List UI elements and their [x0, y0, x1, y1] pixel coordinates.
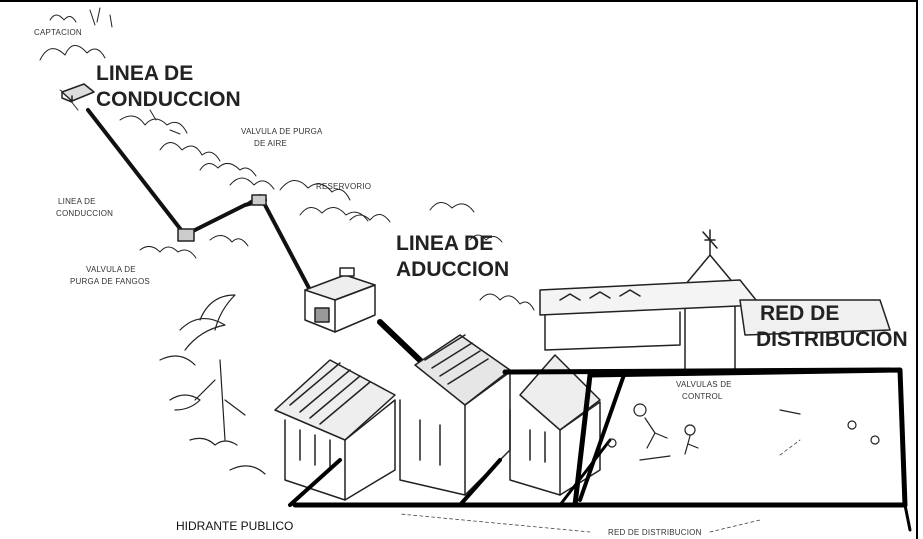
house-left	[274, 359, 396, 501]
conduccion-pipe	[86, 108, 267, 237]
linea-aduccion-title-line1: LINEA DE	[396, 232, 494, 255]
linea-conduccion-small-2: CONDUCCION	[56, 209, 114, 218]
church	[539, 229, 891, 371]
valvula-aire-box	[251, 194, 267, 206]
plaza-figures	[607, 403, 880, 461]
hidrante-publico-label: HIDRANTE PUBLICO	[176, 519, 294, 533]
valvula-purga-fangos-2: PURGA DE FANGOS	[70, 277, 150, 286]
top-frame-line	[0, 0, 918, 2]
distribution-pipes	[288, 367, 912, 532]
pipe-to-reservoir	[263, 203, 312, 292]
foliage-left	[159, 294, 266, 475]
valvula-purga-fangos-1: VALVULA DE	[86, 265, 136, 274]
valvulas-control-label-2: CONTROL	[682, 392, 723, 401]
red-distribucion-title-line2: DISTRIBUCION	[756, 328, 908, 351]
red-distribucion-title-line1: RED DE	[760, 302, 840, 325]
red-distribucion-small-label: RED DE DISTRIBUCION	[608, 528, 702, 537]
valvula-fangos-box	[177, 228, 195, 242]
linea-conduccion-title-line2: CONDUCCION	[96, 88, 241, 111]
leader-lines	[399, 439, 801, 533]
captacion-structure	[61, 83, 95, 103]
hillside-vegetation	[39, 7, 535, 311]
reservoir-building	[304, 267, 376, 333]
linea-aduccion-title-line2: ADUCCION	[396, 258, 510, 281]
valvulas-control-label-1: VALVULAS DE	[676, 380, 732, 389]
linea-conduccion-small-1: LINEA DE	[58, 197, 96, 206]
aduccion-pipe	[377, 319, 428, 368]
captacion-label: CAPTACION	[34, 28, 82, 37]
right-frame-line	[916, 0, 918, 539]
valvula-purga-aire-label-2: DE AIRE	[254, 139, 287, 148]
valvula-purga-aire-label-1: VALVULA DE PURGA	[241, 127, 323, 136]
reservorio-label: RESERVORIO	[316, 182, 372, 191]
linea-conduccion-title-line1: LINEA DE	[96, 62, 194, 85]
